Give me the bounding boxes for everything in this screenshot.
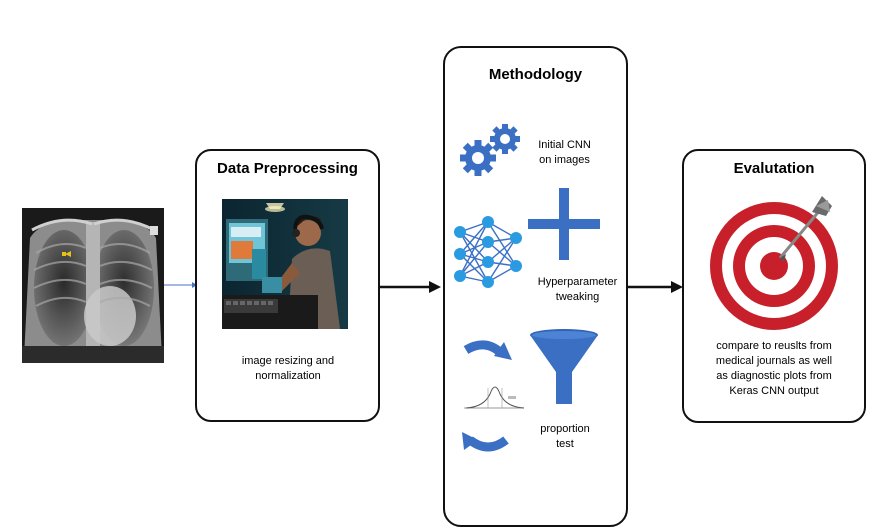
preprocessing-caption-line2: normalization	[255, 370, 321, 382]
evaluation-title: Evalutation	[733, 160, 815, 177]
funnel-icon	[530, 329, 598, 404]
flow-arrow-to-methodology	[379, 281, 441, 293]
preprocessing-caption: image resizing and normalization	[212, 354, 364, 384]
target-dart-icon	[710, 196, 838, 330]
step1-caption-line1: Initial CNN	[538, 139, 591, 151]
person-at-computer-photo	[222, 199, 348, 329]
step1-caption-line2: on images	[539, 154, 590, 166]
evaluation-caption-line: as diagnostic plots from	[716, 370, 832, 382]
step2-caption-line2: tweaking	[555, 291, 600, 303]
step3-caption-line2: test	[556, 438, 574, 450]
chest-xray-image	[22, 208, 164, 363]
evaluation-caption-line: medical journals as well	[715, 355, 833, 367]
flow-arrow-to-evaluation	[627, 281, 683, 293]
cycle-arrows-icon	[462, 340, 512, 452]
step2-caption-line1: Hyperparameter	[537, 276, 618, 288]
evaluation-caption-line: compare to reuslts from	[716, 340, 832, 352]
evaluation-caption: compare to reuslts from medical journals…	[692, 339, 856, 399]
methodology-title: Methodology	[488, 66, 583, 83]
evaluation-caption-line: Keras CNN output	[729, 385, 819, 397]
bell-curve-icon	[464, 386, 525, 409]
data-preprocessing-title: Data Preprocessing	[217, 160, 358, 177]
preprocessing-caption-line1: image resizing and	[241, 355, 335, 367]
gears-icon	[460, 124, 520, 176]
step1-caption: Initial CNN on images	[527, 138, 602, 168]
data-preprocessing-box: Data Preprocessing	[195, 149, 380, 422]
step3-caption-line1: proportion	[540, 423, 590, 435]
step2-caption: Hyperparameter tweaking	[530, 275, 625, 305]
plus-icon	[528, 188, 600, 260]
evaluation-box: Evalutation	[682, 149, 866, 423]
thin-connector-arrow	[164, 282, 197, 288]
step3-caption: proportion test	[525, 422, 605, 452]
neural-network-icon	[454, 216, 522, 288]
